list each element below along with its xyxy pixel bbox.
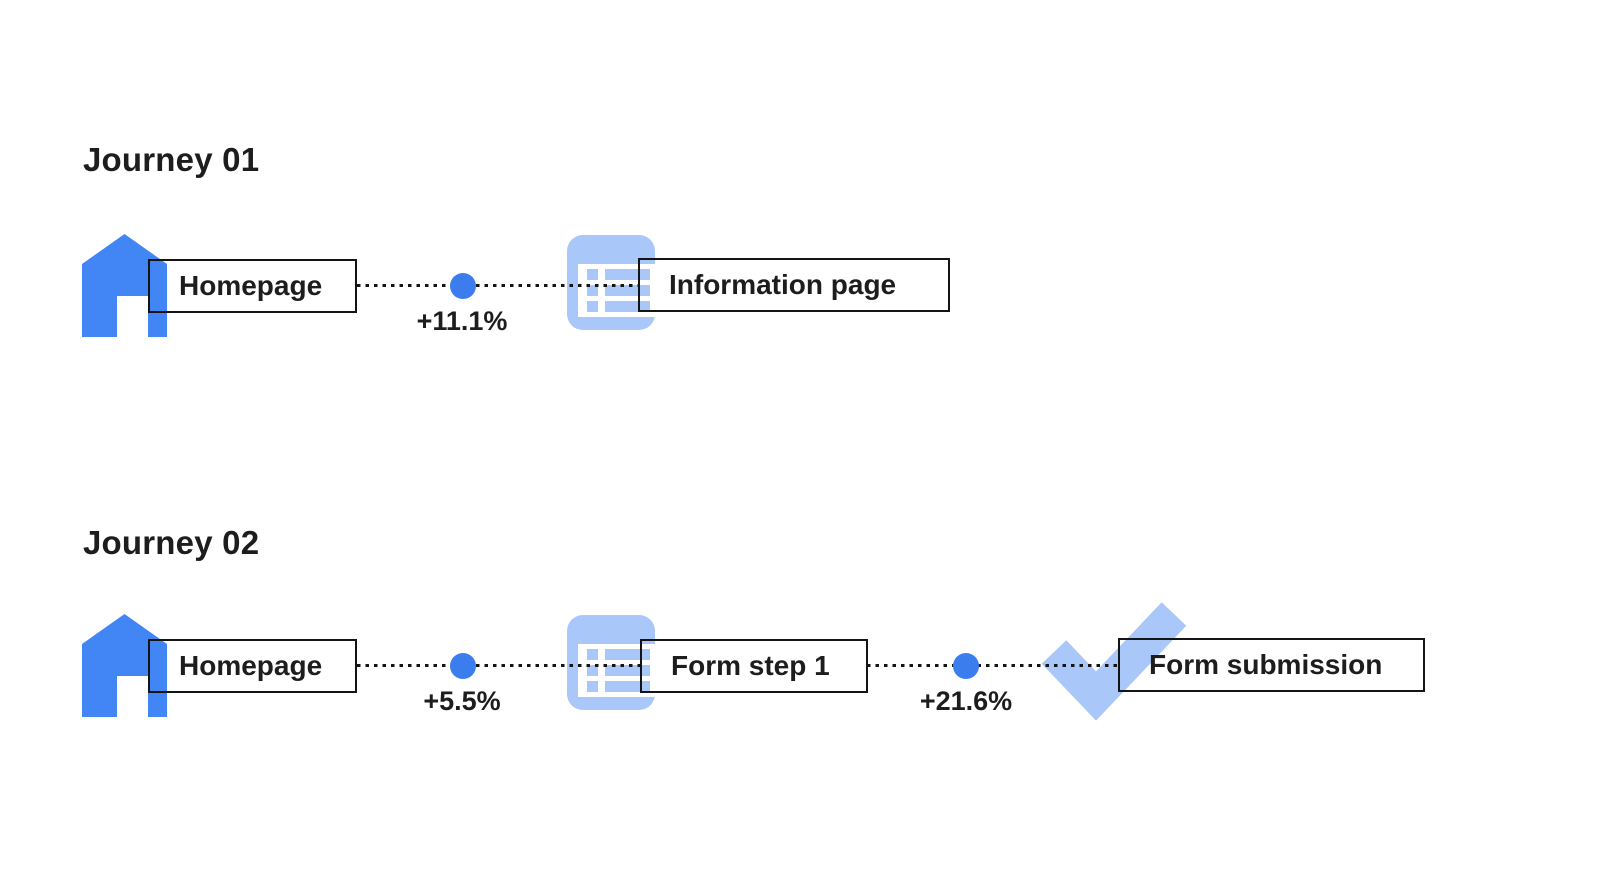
- home-icon: [82, 234, 167, 337]
- transition-dot: [953, 653, 979, 679]
- transition-delta: +11.1%: [416, 306, 508, 336]
- step-connector: [357, 664, 640, 667]
- step-connector: [357, 284, 638, 287]
- list-icon-inner: [578, 644, 655, 697]
- step-box-homepage: Homepage: [148, 259, 357, 313]
- journey-02-title: Journey 02: [83, 524, 260, 561]
- step-box-form-step-1: Form step 1: [640, 639, 868, 693]
- transition-dot: [450, 653, 476, 679]
- step-connector: [867, 664, 1118, 667]
- list-icon: [567, 235, 655, 330]
- journey-01-title: Journey 01: [83, 141, 260, 178]
- home-icon: [82, 614, 167, 717]
- transition-delta: +5.5%: [423, 686, 501, 716]
- transition-delta: +21.6%: [919, 686, 1013, 716]
- step-box-information-page: Information page: [638, 258, 950, 312]
- step-box-homepage: Homepage: [148, 639, 357, 693]
- step-box-form-submission: Form submission: [1118, 638, 1425, 692]
- list-icon-inner: [578, 264, 655, 317]
- transition-dot: [450, 273, 476, 299]
